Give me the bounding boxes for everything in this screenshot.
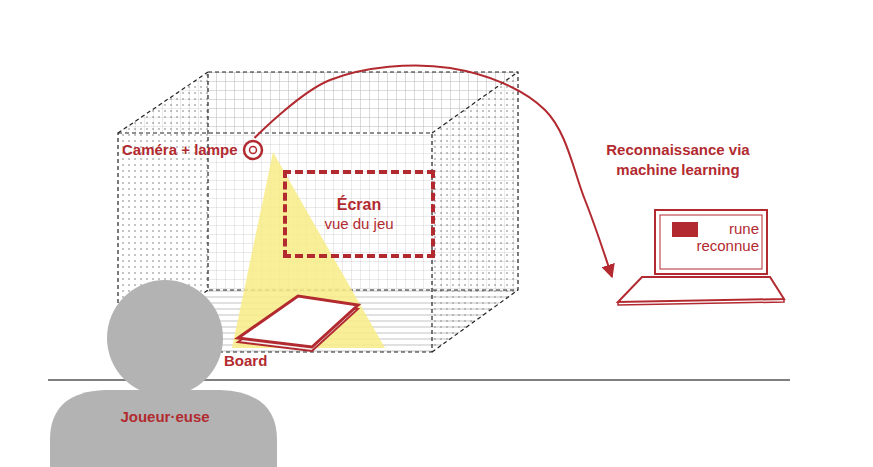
node-text: vue du jeu (324, 215, 393, 232)
player-node: Joueur·euse (45, 280, 285, 467)
camera-icon (241, 138, 265, 162)
rune-mark (672, 222, 698, 237)
edge-label-holder: Reconnaissance via machine learning (598, 140, 758, 179)
flow-arrow (254, 65, 612, 277)
board-node: Board (222, 290, 367, 378)
edge-label: Reconnaissance via machine learning (598, 140, 758, 179)
node-text: rune reconnue (687, 221, 759, 254)
player-silhouette (45, 280, 285, 467)
camera-node: Caméra + lampe (122, 138, 265, 162)
laptop-shape (612, 207, 787, 307)
laptop-node: rune reconnue (612, 207, 787, 307)
node-text: Écran (337, 196, 381, 214)
dashed-node: Écranvue du jeu (283, 170, 435, 258)
light-cone (232, 152, 385, 348)
node-text: Board (224, 352, 367, 369)
node-text: Caméra + lampe (122, 141, 237, 158)
node-text: Joueur·euse (120, 408, 209, 425)
